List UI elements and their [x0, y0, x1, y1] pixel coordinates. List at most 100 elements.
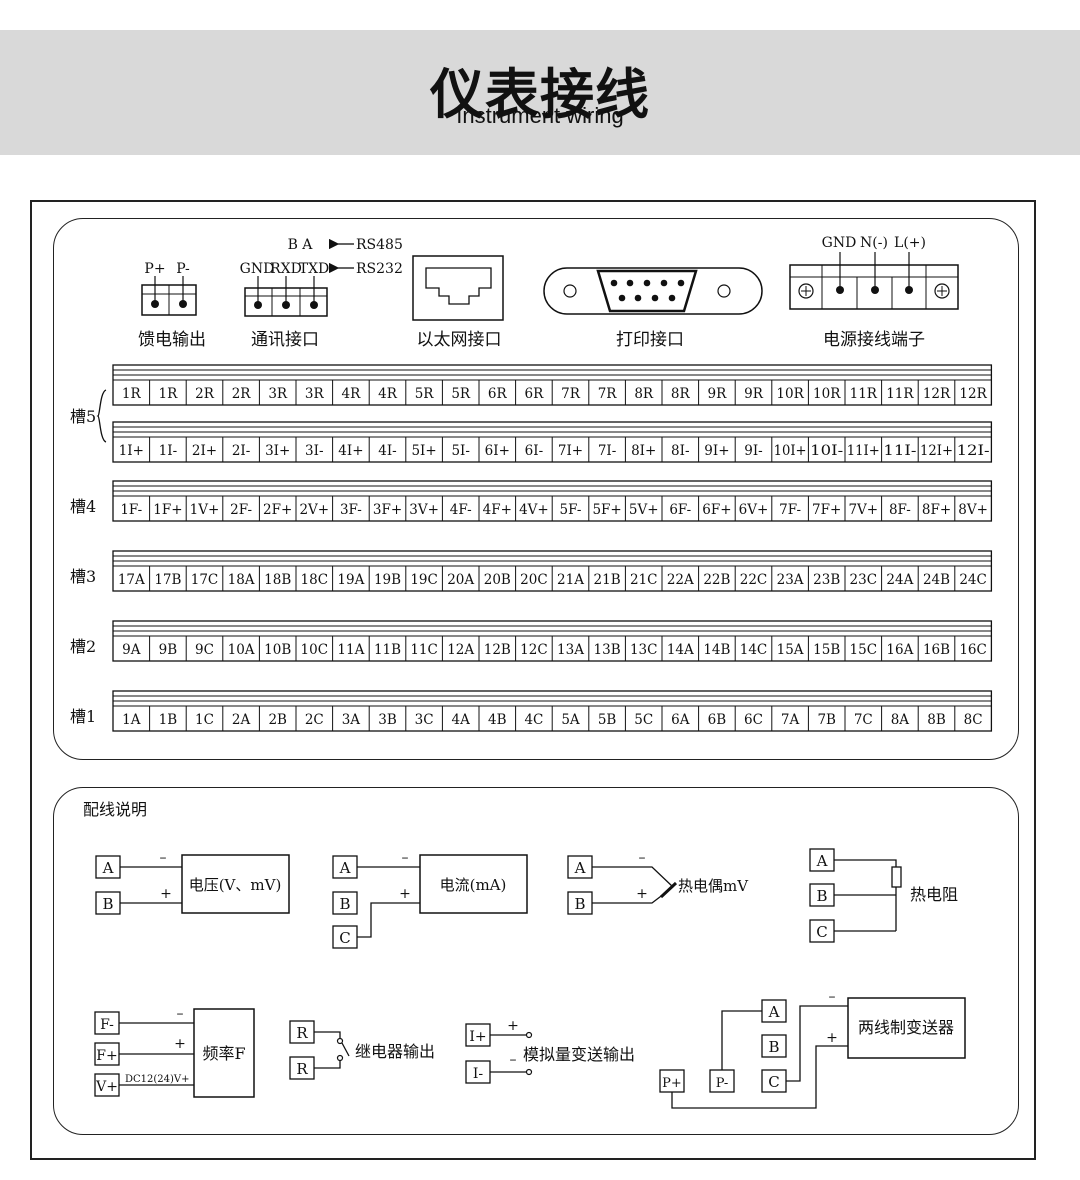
- print-interface-label: 打印接口: [616, 330, 684, 350]
- terminal-label: 3A: [342, 712, 361, 728]
- terminal-label: 10R: [813, 386, 841, 402]
- comm-interface-connector: B A RS485 GND RXD TXD RS232 通讯接口: [240, 237, 403, 350]
- terminal-label: 24A: [886, 572, 913, 588]
- terminal-label: 3R: [305, 386, 325, 402]
- terminal-label: 20A: [447, 572, 474, 588]
- terminal-label: 9A: [122, 642, 141, 658]
- terminal-label: 12B: [484, 642, 511, 658]
- terminal-label: P-: [716, 1076, 728, 1091]
- terminal-label: 7I-: [598, 443, 616, 459]
- terminal-label: 1R: [122, 386, 142, 402]
- frequency-label: 频率F: [202, 1044, 245, 1063]
- terminal-label: 1C: [195, 712, 214, 728]
- terminal-label: 21A: [557, 572, 584, 588]
- terminal-label: 6I-: [525, 443, 543, 459]
- terminal-label: 18C: [301, 572, 329, 588]
- terminal-label: 14A: [667, 642, 694, 658]
- terminal-label: C: [816, 923, 827, 941]
- terminal-label: 6C: [744, 712, 763, 728]
- plus-sign: +: [636, 886, 648, 902]
- terminal-label: 4I+: [338, 443, 363, 459]
- terminal-label: 20B: [484, 572, 511, 588]
- current-label: 电流(mA): [440, 876, 507, 894]
- terminal-label: 6I+: [485, 443, 510, 459]
- terminal-label: 7R: [598, 386, 618, 402]
- terminal-label: 12I-: [957, 443, 990, 459]
- terminal-label: 1R: [159, 386, 179, 402]
- terminal-label: 5R: [451, 386, 471, 402]
- terminal-label: 4R: [342, 386, 362, 402]
- terminal-label: 7B: [817, 712, 836, 728]
- terminal-label: 8F-: [889, 502, 911, 518]
- terminal-label: 12A: [447, 642, 474, 658]
- slot5-label: 槽5: [70, 407, 96, 426]
- terminal-label: 13C: [630, 642, 658, 658]
- terminal-label: 5R: [415, 386, 435, 402]
- terminal-label: C: [339, 929, 350, 947]
- slot5-terminal-row-bottom: 1I+1I-2I+2I-3I+3I-4I+4I-5I+5I-6I+6I-7I+7…: [112, 421, 993, 463]
- terminal-label: 1I-: [159, 443, 177, 459]
- rs232-label: RS232: [356, 261, 403, 277]
- slot3-label: 槽3: [70, 567, 96, 586]
- power-terminal-block: GND N(-) L(+) 电源接线端子: [789, 235, 959, 350]
- terminal-label: 21C: [630, 572, 658, 588]
- frequency-wiring: F- F+ V+ – + DC12(24)V+ 频率F: [94, 1006, 255, 1098]
- feeder-pin-label: P-: [176, 261, 190, 277]
- terminal-label: 16C: [959, 642, 987, 658]
- slot1-label: 槽1: [70, 707, 96, 726]
- terminal-label: 8R: [634, 386, 654, 402]
- transmitter-wiring: A B C P+ P- – + 两线制变送器: [659, 989, 966, 1109]
- terminal-label: 6R: [525, 386, 545, 402]
- header-banner: [0, 30, 1080, 155]
- terminal-label: 9I+: [704, 443, 729, 459]
- terminal-label: 4V+: [519, 502, 549, 518]
- terminal-label: 11R: [886, 386, 914, 402]
- voltage-wiring: A B – + 电压(V、mV): [95, 850, 290, 915]
- terminal-label: B: [339, 895, 350, 913]
- terminal-label: 6B: [708, 712, 727, 728]
- terminal-label: 18B: [264, 572, 291, 588]
- terminal-label: 5I-: [451, 443, 469, 459]
- terminal-label: I+: [469, 1029, 486, 1045]
- terminal-label: A: [339, 859, 351, 877]
- terminal-label: 5V+: [629, 502, 659, 518]
- terminal-label: 6A: [671, 712, 690, 728]
- terminal-label: 5A: [561, 712, 580, 728]
- terminal-label: B: [816, 887, 827, 905]
- terminal-label: 24C: [959, 572, 987, 588]
- terminal-label: R: [296, 1024, 308, 1042]
- terminal-label: 5I+: [411, 443, 436, 459]
- terminal-label: 17C: [191, 572, 219, 588]
- terminal-label: 4B: [488, 712, 507, 728]
- terminal-label: 4R: [378, 386, 398, 402]
- rtd-wiring: A B C 热电阻: [809, 848, 958, 943]
- ethernet-port: 以太网接口: [412, 255, 504, 350]
- terminal-label: V+: [95, 1079, 118, 1095]
- terminal-label: 4F-: [450, 502, 472, 518]
- terminal-label: B: [102, 895, 113, 913]
- terminal-label: 12R: [959, 386, 987, 402]
- terminal-label: 8V+: [958, 502, 988, 518]
- terminal-label: 6F-: [669, 502, 691, 518]
- terminal-label: 10I+: [774, 443, 807, 459]
- terminal-label: 11I+: [847, 443, 880, 459]
- terminal-label: 10A: [228, 642, 255, 658]
- terminal-label: 3I-: [305, 443, 323, 459]
- wiring-panel: [53, 787, 1019, 1135]
- minus-sign: –: [177, 1006, 184, 1022]
- power-pin-label: GND: [822, 235, 857, 251]
- terminal-label: 21B: [594, 572, 621, 588]
- terminal-label: 1I+: [119, 443, 144, 459]
- terminal-label: 4F+: [483, 502, 512, 518]
- terminal-label: 13B: [594, 642, 621, 658]
- transmitter-label: 两线制变送器: [858, 1018, 954, 1037]
- terminal-label: 19C: [410, 572, 438, 588]
- terminal-label: 15B: [813, 642, 840, 658]
- terminal-label: 14C: [740, 642, 768, 658]
- terminal-label: 8A: [891, 712, 910, 728]
- terminal-label: 7C: [854, 712, 873, 728]
- terminal-label: 16A: [886, 642, 913, 658]
- rs485-label: RS485: [356, 237, 403, 253]
